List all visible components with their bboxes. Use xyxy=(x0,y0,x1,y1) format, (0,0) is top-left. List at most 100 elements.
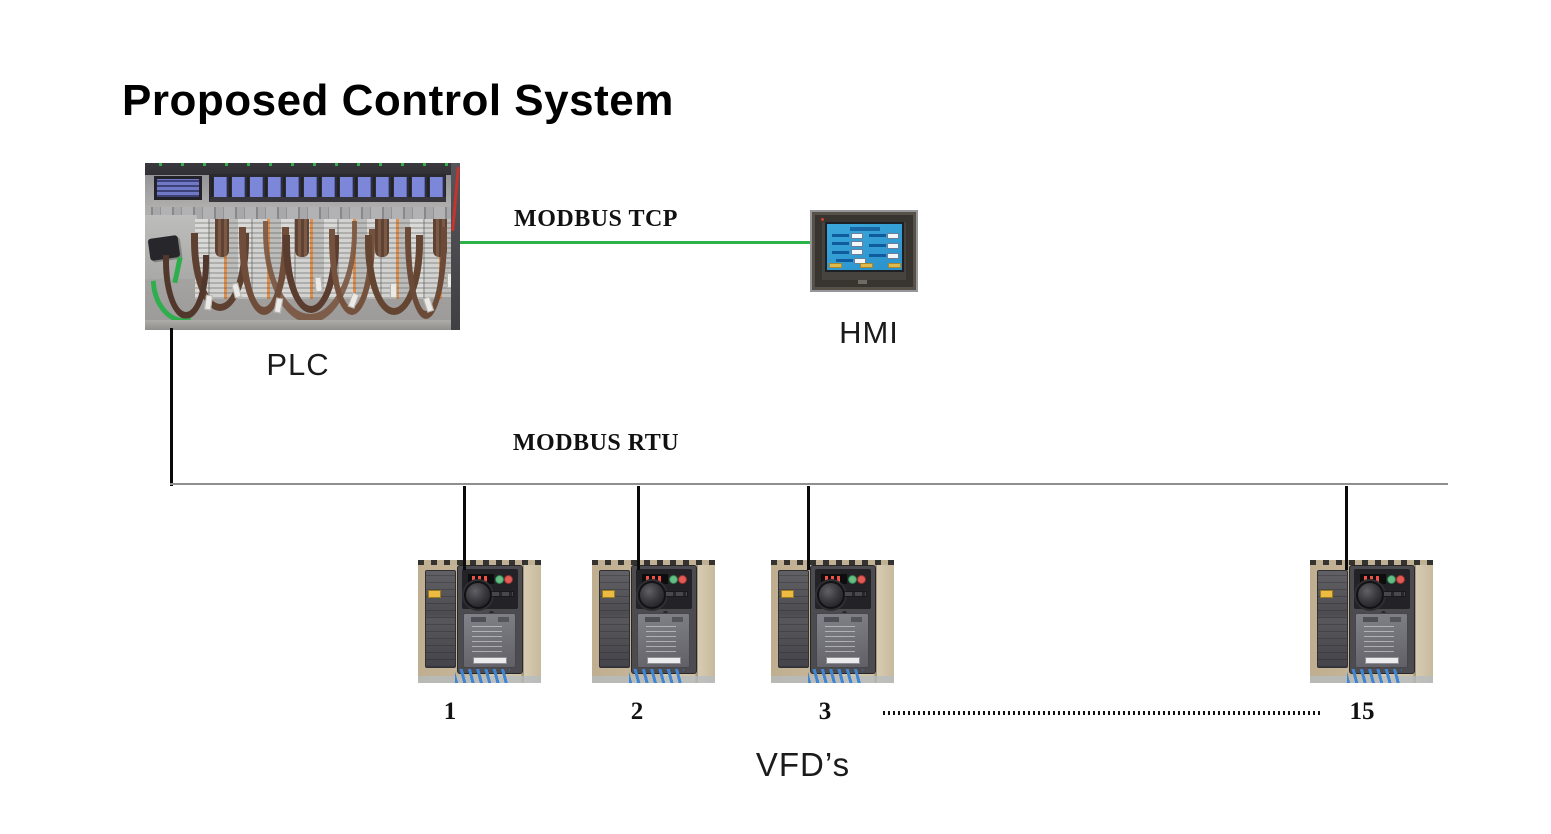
vfd-side-module xyxy=(425,569,457,669)
hmi-field-label xyxy=(869,234,886,238)
vfd-control-panel xyxy=(1353,569,1411,609)
vfd-drive-body xyxy=(810,564,876,675)
vfd-number-label: 3 xyxy=(818,698,832,725)
vfd-cover-header xyxy=(498,617,510,623)
bus-drop-line-vfd-3 xyxy=(807,486,810,570)
vfd-cabinet-rail xyxy=(1310,560,1433,565)
modbus-tcp-label: MODBUS TCP xyxy=(514,206,678,232)
vfd-cover-header xyxy=(470,617,486,623)
vfd-run-button xyxy=(1386,575,1396,585)
hmi-field-value-box xyxy=(887,252,899,259)
vfd-front-cover xyxy=(1355,613,1409,668)
vfd-display-digits xyxy=(825,576,841,582)
hmi-field-value-box xyxy=(887,232,899,239)
hmi-photo xyxy=(810,210,918,292)
hmi-screen-button xyxy=(888,263,901,268)
vfd-dial-knob xyxy=(466,582,491,607)
vfd-cover-header xyxy=(672,617,684,623)
plc-to-bus-line xyxy=(170,328,173,486)
hmi-logo-mark xyxy=(858,280,867,284)
plc-io-displays xyxy=(209,174,446,202)
vfd-seven-segment-display xyxy=(468,573,494,585)
page-title: Proposed Control System xyxy=(122,76,674,125)
modbus-rtu-bus-line xyxy=(170,483,1448,485)
vfd-front-cover xyxy=(463,613,517,668)
vfd-key-row xyxy=(491,590,514,598)
vfd-number-label: 15 xyxy=(1349,698,1375,725)
vfd-cabinet-rail xyxy=(771,560,894,565)
vfd-dial-knob xyxy=(640,582,665,607)
vfd-dial-knob xyxy=(819,582,844,607)
vfd-blue-wires xyxy=(454,669,511,683)
hmi-field-label xyxy=(831,242,849,246)
vfd-warning-sticker xyxy=(1319,589,1333,598)
vfd-key-row xyxy=(665,590,688,598)
vfd-blue-wires xyxy=(807,669,864,683)
vfd-cabinet-rail xyxy=(592,560,715,565)
vfd-cover-label-text xyxy=(645,624,677,653)
vfd-number-label: 1 xyxy=(443,698,457,725)
vfd-drive-body xyxy=(1349,564,1415,675)
vfd-side-module xyxy=(778,569,810,669)
vfd-seven-segment-display xyxy=(821,573,847,585)
hmi-field-label xyxy=(869,244,886,248)
vfd-cover-header xyxy=(1390,617,1402,623)
vfd-run-button xyxy=(668,575,678,585)
vfd-stop-button xyxy=(857,575,867,585)
plc-photo xyxy=(145,163,460,330)
plc-top-rail xyxy=(145,163,460,175)
hmi-field-value-box xyxy=(851,232,863,239)
plc-wire-loop xyxy=(405,227,447,319)
vfd-key-row xyxy=(1383,590,1406,598)
plc-label: PLC xyxy=(266,347,330,382)
hmi-field-value-box xyxy=(851,249,863,256)
vfd-cover-header xyxy=(644,617,660,623)
vfd-control-panel xyxy=(461,569,519,609)
vfd-photo-15 xyxy=(1310,560,1433,683)
vfd-warning-sticker xyxy=(601,589,615,598)
plc-cable-tag xyxy=(390,283,397,298)
vfd-front-cover xyxy=(816,613,870,668)
vfd-side-module xyxy=(1317,569,1349,669)
vfd-group-label: VFD’s xyxy=(755,746,851,783)
hmi-label: HMI xyxy=(839,315,899,350)
plc-right-edge xyxy=(451,163,460,330)
hmi-screen-button xyxy=(860,263,873,268)
vfd-rating-strip xyxy=(1364,657,1400,665)
plc-cable-tag xyxy=(314,276,323,293)
vfd-cover-header xyxy=(823,617,839,623)
plc-bottom-rail xyxy=(145,320,460,330)
hmi-field-label xyxy=(836,258,853,262)
vfd-photo-1 xyxy=(418,560,541,683)
vfd-control-panel xyxy=(814,569,872,609)
hmi-field-value-box xyxy=(851,241,863,248)
hmi-screen-title-bar xyxy=(849,226,880,231)
vfd-photo-2 xyxy=(592,560,715,683)
ellipsis-dots xyxy=(883,711,1323,715)
vfd-control-panel xyxy=(635,569,693,609)
hmi-field-label xyxy=(831,250,849,254)
vfd-blue-wires xyxy=(628,669,685,683)
bus-drop-line-vfd-2 xyxy=(637,486,640,570)
bus-drop-line-vfd-15 xyxy=(1345,486,1348,570)
modbus-rtu-label: MODBUS RTU xyxy=(512,430,680,456)
vfd-number-label: 2 xyxy=(630,698,644,725)
plc-wire-loop xyxy=(163,255,209,319)
hmi-field-label xyxy=(869,254,886,258)
vfd-photo-3 xyxy=(771,560,894,683)
modbus-tcp-line xyxy=(460,241,810,244)
hmi-power-led xyxy=(821,218,824,221)
bus-drop-line-vfd-1 xyxy=(463,486,466,570)
vfd-cover-header xyxy=(1362,617,1378,623)
plc-cpu-display xyxy=(154,176,202,200)
vfd-seven-segment-display xyxy=(642,573,668,585)
plc-cable-tag xyxy=(273,297,284,314)
vfd-cover-header xyxy=(851,617,863,623)
vfd-display-digits xyxy=(472,576,488,582)
vfd-cover-label-text xyxy=(1363,624,1395,653)
vfd-warning-sticker xyxy=(780,589,794,598)
hmi-field-label xyxy=(831,234,849,238)
vfd-rating-strip xyxy=(825,657,861,665)
vfd-blue-wires xyxy=(1346,669,1403,683)
